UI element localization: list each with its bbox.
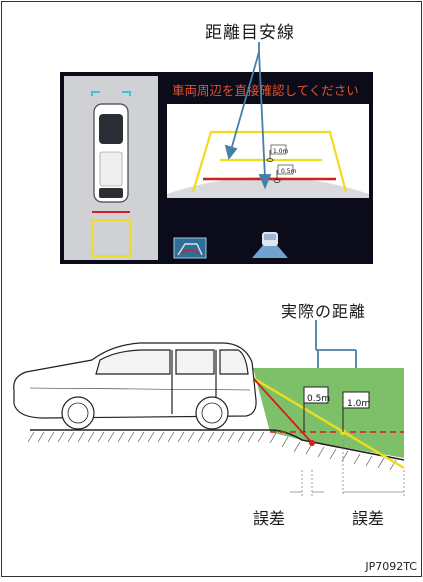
camera-guide-lines — [191, 130, 348, 193]
top-view-guide — [91, 219, 131, 257]
front-sensor-marks — [91, 91, 131, 96]
figure-code: JP7092TC — [365, 560, 417, 573]
distance-flags — [303, 386, 370, 432]
slope-zone — [253, 368, 404, 458]
minivan-side-view — [13, 342, 257, 430]
guide-lines-label: 距離目安線 — [205, 23, 295, 43]
side-guide-lines — [252, 376, 405, 470]
error-label-left: 誤差 — [253, 509, 286, 528]
side-flag-near: 0.5m — [307, 394, 331, 404]
side-flag-far: 1.0m — [347, 399, 371, 409]
actual-distance-label: 実際の距離 — [281, 302, 367, 321]
monitor-marker-near: 0.5m — [281, 168, 297, 175]
car-top-view — [93, 103, 129, 203]
monitor-screen — [60, 72, 373, 264]
monitor-marker-far: 1.0m — [273, 148, 289, 155]
monitor-warning-text: 車両周辺を直接確認してください — [172, 83, 359, 98]
camera-view-icon — [173, 237, 207, 259]
distance-markers — [266, 144, 294, 183]
ground — [27, 429, 405, 471]
guide-label-arrows — [224, 42, 272, 190]
error-dimensions — [290, 440, 405, 496]
camera-angle-icon — [252, 232, 288, 258]
error-label-right: 誤差 — [352, 509, 385, 528]
